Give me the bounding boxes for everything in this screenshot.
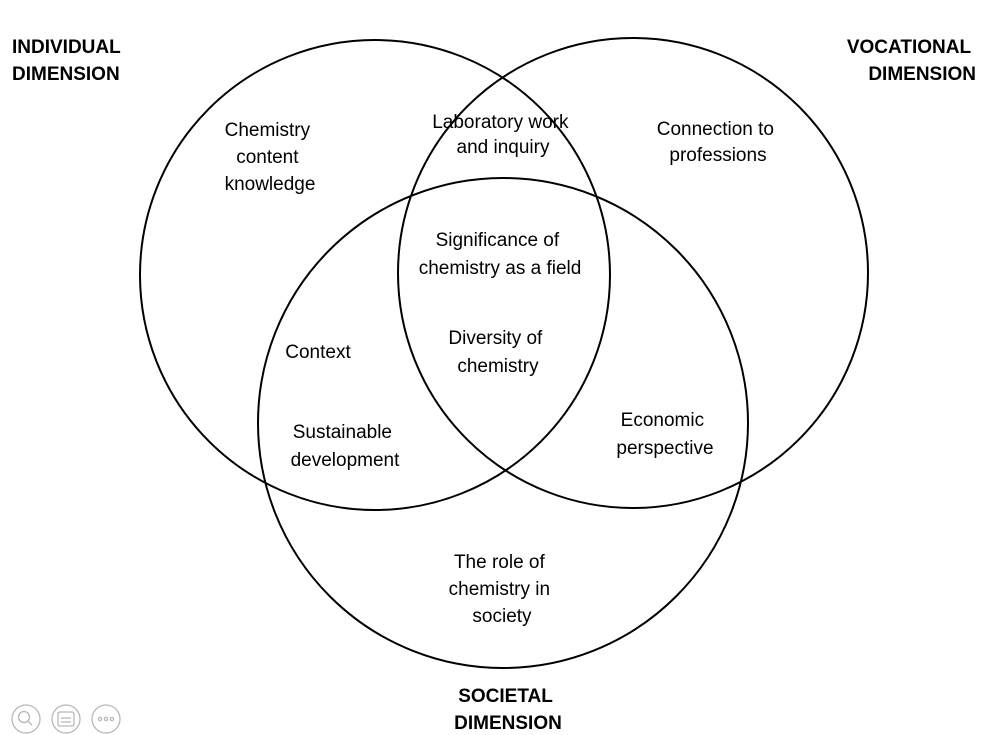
context-label: Context [285, 342, 351, 363]
vocational-dimension-label: VOCATIONAL DIMENSION [847, 37, 976, 85]
connection-to-professions-label: Connection to professions [657, 119, 780, 166]
chemistry-content-knowledge-label: Chemistry content knowledge [225, 120, 316, 195]
individual-dimension-label: INDIVIDUAL DIMENSION [12, 37, 126, 85]
societal-dimension-label: SOCIETAL DIMENSION [454, 686, 562, 734]
diversity-of-chemistry-label: Diversity of chemistry [448, 328, 547, 377]
significance-of-chemistry-label: Significance of chemistry as a field [419, 230, 582, 279]
image-toolbar [11, 704, 121, 734]
more-options-icon[interactable] [91, 704, 121, 734]
role-of-chemistry-in-society-label: The role of chemistry in society [449, 552, 556, 627]
caption-icon[interactable] [51, 704, 81, 734]
vocational-dimension-circle [397, 37, 869, 509]
societal-dimension-circle [257, 177, 749, 669]
sustainable-development-label: Sustainable development [291, 422, 401, 471]
individual-dimension-circle [139, 39, 611, 511]
laboratory-work-label: Laboratory work and inquiry [432, 112, 574, 158]
zoom-icon[interactable] [11, 704, 41, 734]
economic-perspective-label: Economic perspective [616, 410, 713, 459]
